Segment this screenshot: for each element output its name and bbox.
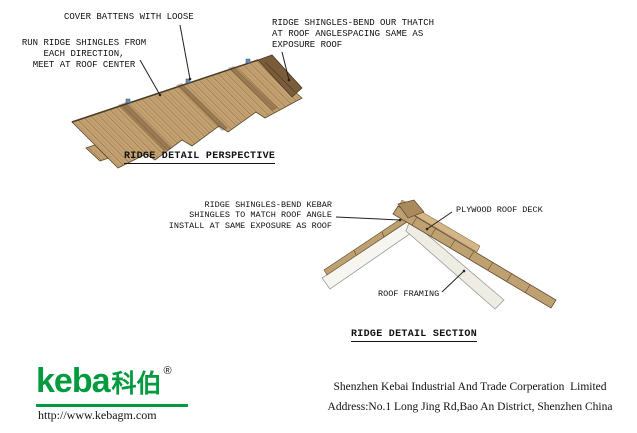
section-right-panel [405,219,505,310]
leader-dot [425,227,429,231]
website-url: http://www.kebagm.com [38,408,157,422]
ridge-line [71,59,259,123]
batten-marker [185,78,191,84]
company-name-line: Shenzhen Kebai Industrial And Trade Corp… [333,381,607,393]
caption-ridge-detail-section: RIDGE DETAIL SECTION [351,329,478,342]
caption-ridge-detail-perspective: RIDGE DETAIL PERSPECTIVE [124,151,276,164]
shingle-joint [353,249,357,256]
wood-streak [228,66,278,111]
brand-underline-rule [36,404,188,407]
batten-marker [125,98,131,104]
label-ridge-shingles-bend-kebar: RIDGE SHINGLES-BEND KEBAR SHINGLES TO MA… [168,200,332,231]
shingle-joint [411,216,418,226]
leader-dot [287,78,291,82]
logo-cjk: 科伯 [111,370,162,398]
label-cover-battens: COVER BATTENS WITH LOOSE [64,12,194,22]
registered-mark-icon: ® [163,365,172,377]
ridge-cap-bent [257,54,303,98]
label-plywood-roof-deck: PLYWOOD ROOF DECK [456,205,543,215]
shingle-joint [449,239,456,249]
shingle-joint [381,231,385,238]
section-left-shingles [323,213,412,276]
shingle-joint [468,250,475,260]
leader-line-plywood [426,211,453,230]
company-address-line: Address:No.1 Long Jing Rd,Bao An Distric… [327,401,613,413]
logo: keba科伯® [36,362,172,401]
shingle-joint [524,284,531,294]
leader-dot [398,218,402,222]
shingle-joint [487,261,494,271]
leader-dot [462,269,466,273]
label-roof-framing: ROOF FRAMING [378,289,440,299]
roof-section [321,199,557,310]
leader-dot [188,77,192,81]
batten-marker [245,58,251,64]
section-left-panel [321,219,415,290]
wood-streak [118,102,172,151]
section-ridge-cap [397,199,425,219]
label-ridge-shingles-bend-thatch: RIDGE SHINGLES-BEND OUR THATCH AT ROOF A… [272,18,435,50]
leader-line-cover-battens [179,24,191,80]
shingle-joint [430,227,437,237]
roof-perspective [71,24,303,169]
ridge-cap-grain [264,61,296,93]
wood-streak [176,83,228,131]
label-run-ridge-shingles: RUN RIDGE SHINGLES FROM EACH DIRECTION, … [21,38,147,70]
leader-dot [158,93,162,97]
leader-line-bend-kebar [335,216,401,221]
leader-line-run-ridge [139,59,161,96]
leader-line-bend-thatch [281,51,290,81]
leader-line-framing [441,270,465,293]
roof-slope [71,59,303,169]
logo-wordmark: keba [36,362,110,400]
shingle-joint [506,272,513,282]
